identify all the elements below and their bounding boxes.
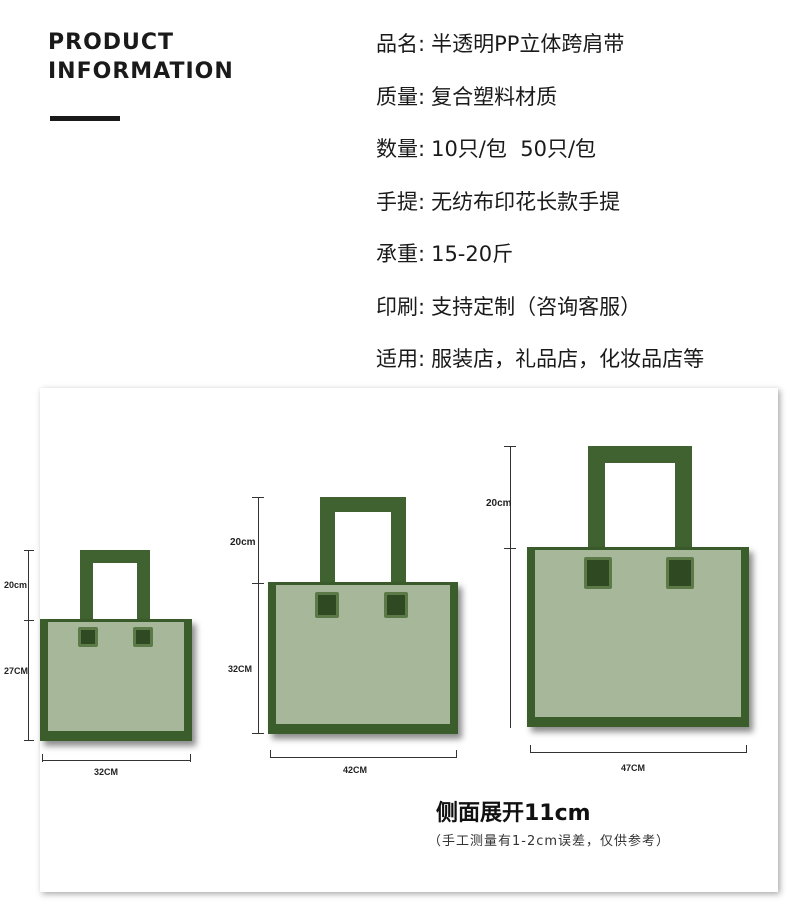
spec-list: 品名:半透明PP立体跨肩带 质量:复合塑料材质 数量:10只/包 50只/包 手…	[376, 28, 704, 396]
spec-key: 印刷	[376, 294, 418, 319]
dim-tick	[24, 740, 34, 741]
dim-line-handle	[258, 497, 259, 583]
measurement-note: （手工测量有1-2cm误差，仅供参考）	[428, 834, 671, 849]
bag-body	[527, 547, 749, 727]
dim-label-width: 32CM	[94, 767, 119, 777]
bag-edge-bottom	[40, 731, 192, 741]
spec-key: 品名	[376, 32, 418, 56]
bag-edge-left	[40, 619, 48, 741]
spec-sep: :	[418, 137, 426, 161]
spec-sep: :	[418, 294, 426, 319]
spec-value: 10只/包 50只/包	[431, 137, 597, 161]
dim-tick	[504, 446, 516, 447]
dim-line-handle	[28, 550, 29, 620]
spec-value: 支持定制（咨询客服）	[431, 294, 642, 319]
dim-line-height	[28, 620, 29, 740]
dim-label-height: 32CM	[228, 664, 253, 674]
spec-item: 承重:15-20斤	[376, 238, 704, 291]
spec-sep: :	[418, 32, 426, 56]
dim-label-handle: 20cm	[4, 580, 28, 590]
dim-tick	[270, 750, 271, 758]
dim-tick	[24, 550, 34, 551]
spec-item: 数量:10只/包 50只/包	[376, 133, 704, 186]
dim-tick	[530, 745, 531, 753]
handle-hole	[384, 592, 408, 618]
handle-hole	[584, 557, 612, 589]
title-underline	[50, 116, 120, 121]
spec-key: 手提	[376, 189, 418, 214]
bag-edge-right	[741, 547, 749, 727]
spec-sep: :	[418, 347, 426, 371]
handle-hole	[133, 627, 153, 647]
dim-tick	[456, 750, 457, 758]
title-line-2: INFORMATION	[48, 59, 234, 84]
spec-item: 印刷:支持定制（咨询客服）	[376, 291, 704, 344]
dim-line-handle	[510, 446, 511, 548]
dim-label-height: 27CM	[4, 666, 29, 676]
handle-hole	[315, 592, 339, 618]
spec-value: 15-20斤	[431, 242, 514, 266]
handle-hole	[78, 627, 98, 647]
product-title: PRODUCT INFORMATION	[48, 28, 234, 86]
dim-label-handle: 20cm	[486, 498, 512, 509]
spec-sep: :	[418, 242, 426, 266]
bag-edge-bottom	[268, 724, 458, 734]
bag-edge-right	[184, 619, 192, 741]
dim-line-width	[270, 757, 456, 758]
spec-sep: :	[418, 84, 426, 109]
spec-value: 服装店，礼品店，化妆品店等	[431, 347, 705, 371]
dim-line-height	[258, 583, 259, 733]
spec-value: 无纺布印花长款手提	[431, 189, 621, 214]
dim-line-height	[510, 548, 511, 728]
spec-value: 半透明PP立体跨肩带	[431, 32, 625, 56]
bag-edge-bottom	[527, 717, 749, 727]
dim-line-width	[42, 760, 190, 761]
spec-key: 承重	[376, 242, 418, 266]
bag-body	[268, 582, 458, 734]
handle-hole	[666, 557, 694, 589]
spec-item: 手提:无纺布印花长款手提	[376, 186, 704, 239]
bag-body	[40, 619, 192, 741]
dim-tick	[190, 754, 191, 762]
spec-key: 数量	[376, 137, 418, 161]
spec-item: 质量:复合塑料材质	[376, 81, 704, 134]
bag-edge-left	[268, 582, 276, 734]
bag-handle	[80, 550, 150, 620]
dim-line-width	[530, 752, 746, 753]
dim-label-handle: 20cm	[230, 537, 256, 548]
dim-label-width: 42CM	[343, 765, 368, 775]
title-line-1: PRODUCT	[48, 30, 175, 55]
side-expansion-headline: 侧面展开11cm	[436, 801, 591, 826]
spec-sep: :	[418, 189, 426, 214]
dim-tick	[252, 733, 264, 734]
spec-key: 适用	[376, 347, 418, 371]
spec-value: 复合塑料材质	[431, 84, 558, 109]
bag-edge-left	[527, 547, 535, 727]
spec-key: 质量	[376, 84, 418, 109]
bag-edge-right	[450, 582, 458, 734]
bag-handle	[320, 497, 406, 583]
spec-item: 适用:服装店，礼品店，化妆品店等	[376, 343, 704, 396]
dim-tick	[746, 745, 747, 753]
dim-label-width: 47CM	[621, 763, 646, 773]
dim-tick	[42, 754, 43, 762]
dim-tick	[24, 620, 34, 621]
dim-tick	[252, 497, 264, 498]
bag-handle	[588, 446, 692, 548]
spec-item: 品名:半透明PP立体跨肩带	[376, 28, 704, 81]
